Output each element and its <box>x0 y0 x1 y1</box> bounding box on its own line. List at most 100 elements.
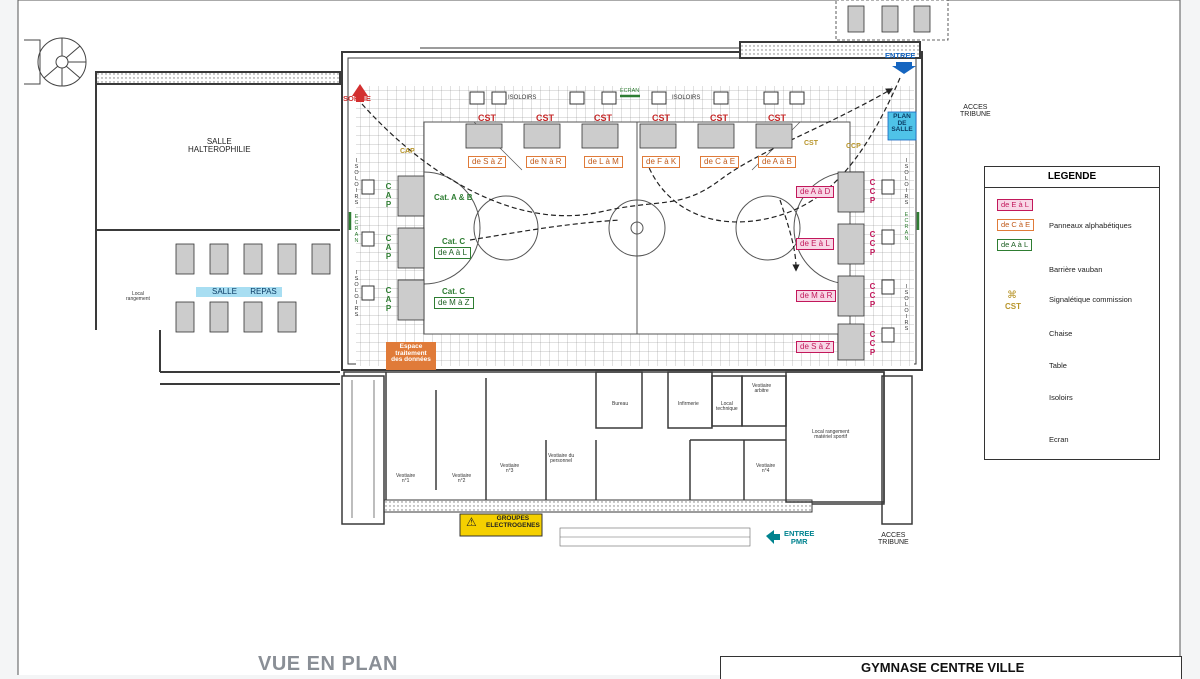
isoloirs-top <box>469 91 805 105</box>
cap-label-3: CAP <box>384 286 393 313</box>
legend-isoloirs-text: Isoloirs <box>1049 393 1073 402</box>
ccp-label-2: CCP <box>868 230 877 257</box>
commission-icon: ⌘ <box>1007 290 1017 301</box>
legend-row-barriere: Barrière vauban <box>985 261 1159 281</box>
plan-de-salle-box <box>887 111 917 141</box>
legend-row-tag-1: de E à L <box>985 197 1159 217</box>
cst-tag-6: de A à B <box>758 156 796 168</box>
cap-label-2: CAP <box>384 234 393 261</box>
exit-arrow <box>352 84 368 102</box>
isoloirs-top-right-label: ISOLOIRS <box>672 95 701 101</box>
entree-label: ENTREE <box>885 51 916 60</box>
legend-chaise-text: Chaise <box>1049 329 1073 338</box>
sports-court <box>423 121 851 335</box>
cst-tag-2: de N à R <box>526 156 566 168</box>
vestiaires-block <box>341 371 913 525</box>
isoloirs-left-label-2: ISOLOIRS <box>353 270 360 318</box>
salle-repas-label: SALLE REPAS <box>212 287 277 296</box>
cst-label-6: CST <box>768 113 786 123</box>
gymnase-title-box: GYMNASE CENTRE VILLE <box>720 656 1182 679</box>
legend-cst-symbol: CST <box>1005 302 1021 311</box>
legend-tag-pink: de E à L <box>997 199 1033 211</box>
legend-barriere-text: Barrière vauban <box>1049 265 1103 274</box>
vestiaire-1-label: Vestiaire n°1 <box>396 473 416 484</box>
ccp-tag-1: de A à D <box>796 186 835 198</box>
legend-row-chaise: Chaise <box>985 325 1159 345</box>
espace-traitement-box <box>386 342 436 370</box>
building-walls <box>95 41 923 385</box>
isoloirs-left-label-1: ISOLOIRS <box>353 158 360 206</box>
cst-tag-1: de S à Z <box>468 156 507 168</box>
salle-repas-bar <box>196 287 282 297</box>
legend-tag-orange: de C à E <box>997 219 1035 231</box>
cst-label-2: CST <box>536 113 554 123</box>
isoloirs-top-left-label: ISOLOIRS <box>508 95 537 101</box>
isoloirs-sides <box>361 179 895 343</box>
ramp <box>559 527 751 547</box>
vestiaire-3-label: Vestiaire n°3 <box>500 463 520 474</box>
entry-arrow <box>892 62 916 74</box>
legend-row-tag-2: de C à E Panneaux alphabétiques <box>985 217 1159 237</box>
local-rangement-label: Local rangement matériel sportif <box>812 429 850 440</box>
groupes-electrogenes-label: GROUPES ELECTROGENES <box>486 515 540 529</box>
legend-row-table: Table <box>985 357 1159 377</box>
legend-row-tag-3: de A à L <box>985 237 1159 257</box>
legend-ecran-text: Ecran <box>1049 435 1069 444</box>
ccp-label-3: CCP <box>868 282 877 309</box>
cst-tag-5: de C à E <box>700 156 740 168</box>
salle-halterophilie-label: SALLE HALTEROPHILIE <box>188 137 251 154</box>
legend-panneaux-text: Panneaux alphabétiques <box>1049 221 1132 230</box>
ccp-tables-right <box>837 171 865 361</box>
vestiaire-2-label: Vestiaire n°2 <box>452 473 472 484</box>
cap-label-1: CAP <box>384 182 393 209</box>
vestiaire-4-label: Vestiaire n°4 <box>756 463 776 474</box>
entree-pmr-label: ENTREE PMR <box>784 529 815 546</box>
ecran-top-label: ECRAN <box>620 88 640 94</box>
ecran-left-label: ECRAN <box>353 214 360 244</box>
vestiaire-personnel-label: Vestiaire du personnel <box>548 453 575 464</box>
tribune-seats <box>835 0 949 41</box>
ccp-tag-2: de E à L <box>796 238 834 250</box>
cst-label-5: CST <box>710 113 728 123</box>
screens <box>348 94 920 230</box>
cap-commission-label: CAP <box>400 148 415 155</box>
espace-traitement-label: Espace traitement des données <box>391 343 431 363</box>
isoloirs-right-label-1: ISOLOIRS <box>903 158 910 206</box>
plan-de-salle-label: PLAN DE SALLE <box>891 113 913 133</box>
legend-signaletique-text: Signalétique commission <box>1049 295 1132 304</box>
isoloirs-right-label-2: ISOLOIRS <box>903 284 910 332</box>
cap-tables-left <box>397 175 425 321</box>
legend-table-text: Table <box>1049 361 1067 370</box>
legend-tag-green: de A à L <box>997 239 1033 251</box>
ccp-tag-3: de M à R <box>796 290 837 302</box>
repas-tables <box>175 243 331 333</box>
cat-c1-label: Cat. C <box>442 237 466 246</box>
cat-c2-tag: de M à Z <box>434 297 474 309</box>
cst-label-4: CST <box>652 113 670 123</box>
groupes-electrogenes-box <box>459 513 543 537</box>
cat-c2-label: Cat. C <box>442 287 466 296</box>
cat-c1-tag: de A à L <box>434 247 471 259</box>
vue-en-plan-title: VUE EN PLAN <box>258 653 398 675</box>
local-rangement-small-label: Local rangement <box>126 291 150 302</box>
legend-title: LEGENDE <box>985 167 1159 188</box>
bureau-label: Bureau <box>612 401 629 407</box>
ccp-commission-label: CCP <box>846 143 861 150</box>
warning-icon: ⚠ <box>466 515 477 529</box>
ccp-label-1: CCP <box>868 178 877 205</box>
cat-ab-label: Cat. A & B <box>434 193 473 202</box>
legend: LEGENDE de E à L de C à E Panneaux alpha… <box>984 166 1160 460</box>
ccp-label-4: CCP <box>868 330 877 357</box>
gymnase-title: GYMNASE CENTRE VILLE <box>861 660 1025 675</box>
cst-label-1: CST <box>478 113 496 123</box>
local-technique-label: Local technique <box>716 401 738 412</box>
cst-tag-4: de F à K <box>642 156 681 168</box>
legend-row-signaletique: ⌘ CST Signalétique commission <box>985 291 1159 311</box>
entry-pmr-arrow <box>766 530 780 544</box>
cst-tables-top <box>465 123 793 149</box>
legend-row-ecran: Ecran <box>985 431 1159 451</box>
ecran-right-label: ECRAN <box>903 212 910 242</box>
cst-label-3: CST <box>594 113 612 123</box>
cst-commission-label: CST <box>804 140 818 147</box>
spiral-staircase <box>24 37 87 87</box>
